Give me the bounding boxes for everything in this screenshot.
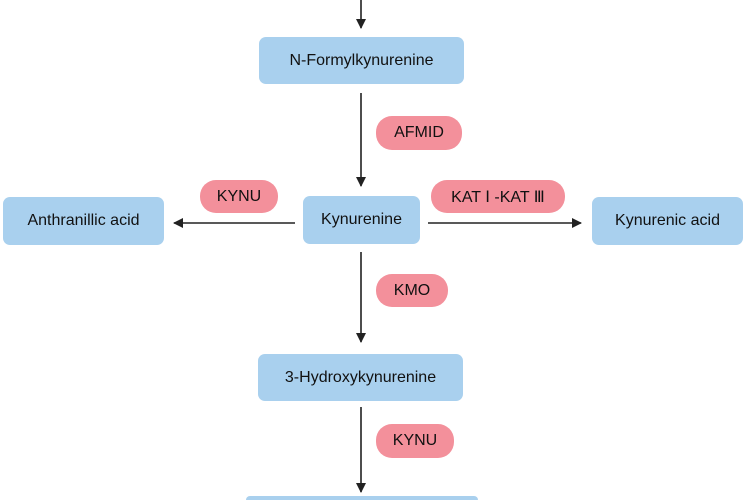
enzyme-kmo: KMO <box>376 274 448 307</box>
node-anthranilic-acid: Anthranillic acid <box>3 197 164 245</box>
enzyme-kynu-left-label: KYNU <box>216 187 262 205</box>
node-anthranilic-acid-label: Anthranillic acid <box>27 212 140 229</box>
enzyme-kat: KAT Ⅰ -KAT Ⅲ <box>431 180 565 213</box>
node-3-hydroxykynurenine-label: 3-Hydroxykynurenine <box>284 368 437 386</box>
enzyme-afmid: AFMID <box>376 116 462 150</box>
enzyme-kat-label: KAT Ⅰ -KAT Ⅲ <box>451 188 545 206</box>
node-n-formylkynurenine-label: N-Formylkynurenine <box>289 51 434 69</box>
node-kynurenine: Kynurenine <box>303 196 420 244</box>
enzyme-kynu-bottom-label: KYNU <box>392 432 438 449</box>
node-next-metabolite-partial <box>246 496 478 500</box>
enzyme-afmid-label: AFMID <box>394 124 444 141</box>
enzyme-kynu-left: KYNU <box>200 180 278 213</box>
node-kynurenine-label: Kynurenine <box>321 211 402 228</box>
node-kynurenic-acid: Kynurenic acid <box>592 197 743 245</box>
enzyme-kynu-bottom: KYNU <box>376 424 454 458</box>
node-n-formylkynurenine: N-Formylkynurenine <box>259 37 464 84</box>
node-3-hydroxykynurenine: 3-Hydroxykynurenine <box>258 354 463 401</box>
node-kynurenic-acid-label: Kynurenic acid <box>615 212 720 229</box>
enzyme-kmo-label: KMO <box>393 281 431 299</box>
